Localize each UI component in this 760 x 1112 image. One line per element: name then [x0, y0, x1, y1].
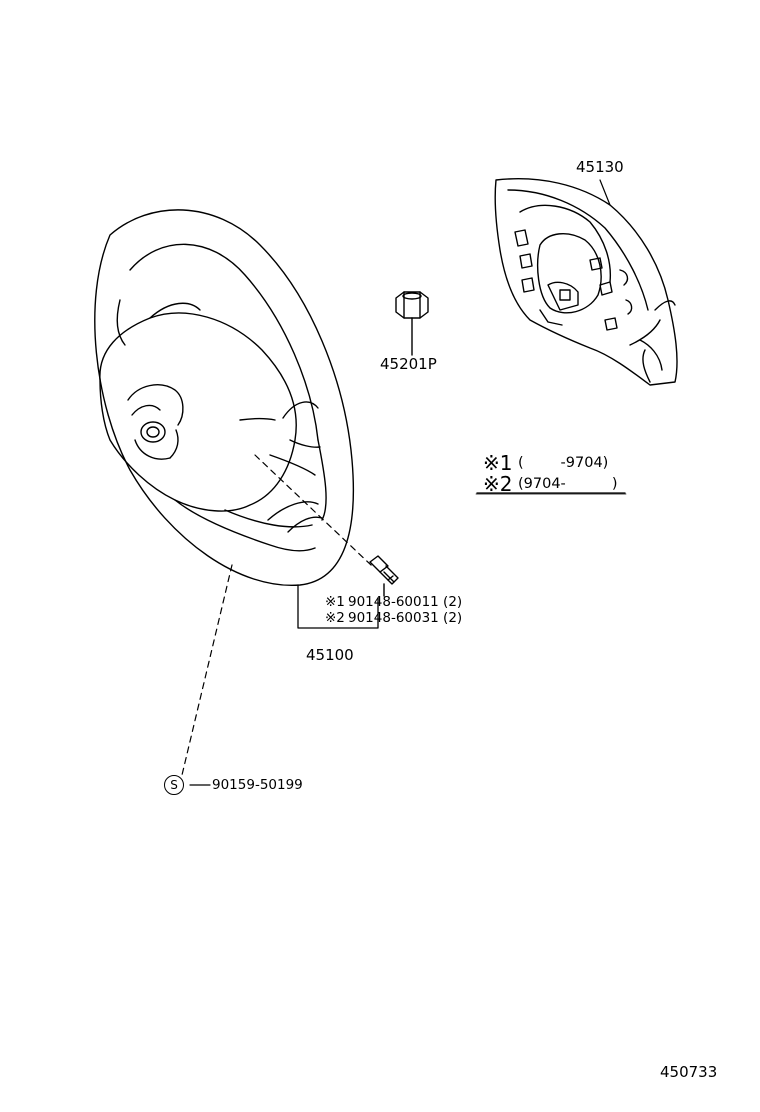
- part-number-bolt-1: 90148-60011 (2): [348, 594, 463, 610]
- part-number-90159-50199: 90159-50199: [212, 777, 303, 793]
- part-number-45201p: 45201P: [380, 355, 437, 373]
- part-number-45130: 45130: [576, 158, 624, 176]
- bolt-1-mark: ※1: [325, 594, 345, 610]
- bolt-2-mark: ※2: [325, 610, 345, 626]
- part-number-45100: 45100: [306, 646, 354, 664]
- note-1-range: ( -9704): [518, 455, 609, 471]
- note-2-range: (9704- ): [518, 476, 618, 492]
- bolt-illustration: [369, 555, 399, 597]
- steering-wheel-illustration: [94, 209, 355, 587]
- nut-illustration: [395, 291, 429, 356]
- diagram-id: 450733: [660, 1063, 718, 1081]
- note-2-mark: ※2: [483, 472, 513, 496]
- part-number-bolt-2: 90148-60031 (2): [348, 610, 463, 626]
- s-symbol-icon: S: [164, 775, 184, 795]
- pad-illustration: [494, 178, 678, 386]
- note-1-mark: ※1: [483, 451, 513, 475]
